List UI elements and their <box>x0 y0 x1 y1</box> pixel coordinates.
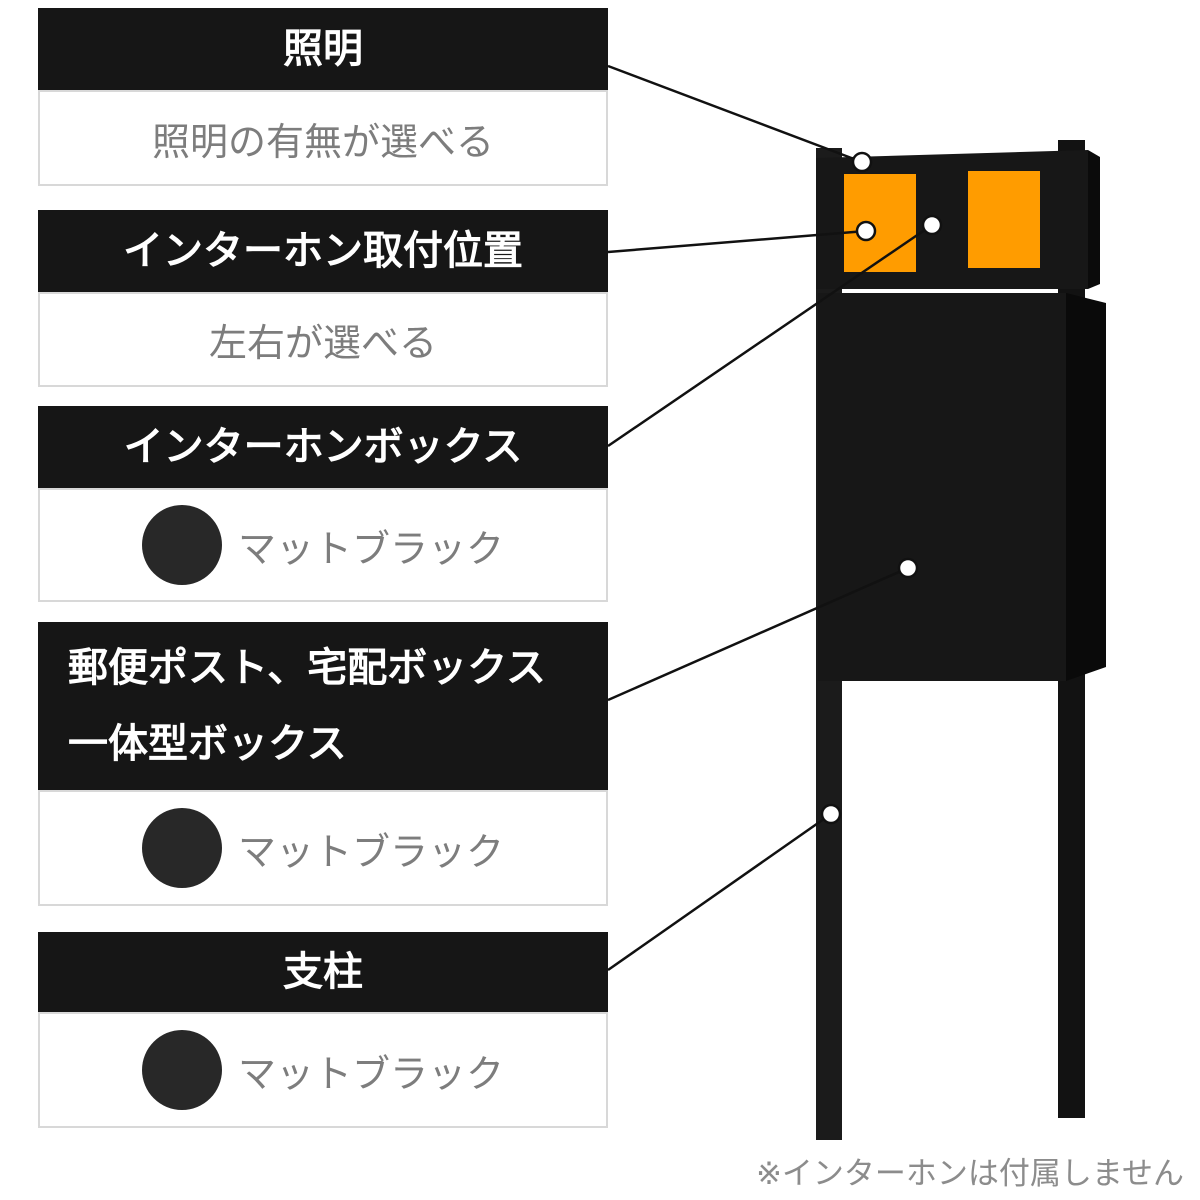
product-illustration <box>816 140 1106 1140</box>
label-intercom-box-header: インターホンボックス <box>38 406 608 488</box>
label-post-title: 支柱 <box>283 950 363 994</box>
lamp-panel-side <box>1088 150 1100 289</box>
callout-markers <box>820 151 943 825</box>
color-option-row: マットブラック <box>141 505 504 585</box>
color-option-row: マットブラック <box>141 808 504 888</box>
callout-marker-intercom-box <box>921 214 943 236</box>
color-option-row: マットブラック <box>141 1030 504 1110</box>
label-post-header: 支柱 <box>38 932 608 1012</box>
callout-line-intercom-box <box>607 223 933 448</box>
label-mailbox-color: マットブラック <box>237 831 504 874</box>
label-intercom-position-header: インターホン取付位置 <box>38 210 608 292</box>
callout-line-intercom-position <box>607 229 867 254</box>
callout-marker-mailbox <box>897 557 919 579</box>
matte-black-swatch-icon <box>141 1030 222 1110</box>
box-front <box>818 293 1066 681</box>
footnote: ※インターホンは付属しません <box>755 1156 1184 1191</box>
box-side <box>1066 293 1106 681</box>
label-lighting-header: 照明 <box>38 8 608 90</box>
label-post-color: マットブラック <box>237 1053 504 1096</box>
callout-line-post <box>607 812 832 972</box>
callout-line-mailbox <box>607 566 909 702</box>
matte-black-swatch-icon <box>141 808 222 888</box>
matte-black-swatch-icon <box>141 505 222 585</box>
callout-marker-lighting <box>851 151 873 173</box>
label-intercom-box-body: マットブラック <box>38 488 608 602</box>
label-mailbox-title: 郵便ポスト、宅配ボックス 一体型ボックス <box>68 646 546 766</box>
callout-marker-post <box>820 803 842 825</box>
callout-line-lighting <box>607 64 863 164</box>
label-intercom-position-desc: 左右が選べる <box>208 323 437 365</box>
label-mailbox-header: 郵便ポスト、宅配ボックス 一体型ボックス <box>38 622 608 790</box>
lamp-window-left <box>844 174 916 272</box>
label-intercom-box-color: マットブラック <box>237 528 504 571</box>
label-lighting-title: 照明 <box>283 27 363 71</box>
label-lighting-body: 照明の有無が選べる <box>38 90 608 186</box>
label-mailbox-body: マットブラック <box>38 790 608 906</box>
label-intercom-box-title: インターホンボックス <box>123 425 523 469</box>
callout-lines <box>607 64 933 972</box>
label-lighting-desc: 照明の有無が選べる <box>151 121 494 164</box>
label-post-body: マットブラック <box>38 1012 608 1128</box>
label-intercom-position-title: インターホン取付位置 <box>123 229 523 273</box>
callout-marker-intercom-position <box>855 220 877 242</box>
lamp-window-right <box>968 171 1040 268</box>
label-intercom-position-body: 左右が選べる <box>38 292 608 387</box>
